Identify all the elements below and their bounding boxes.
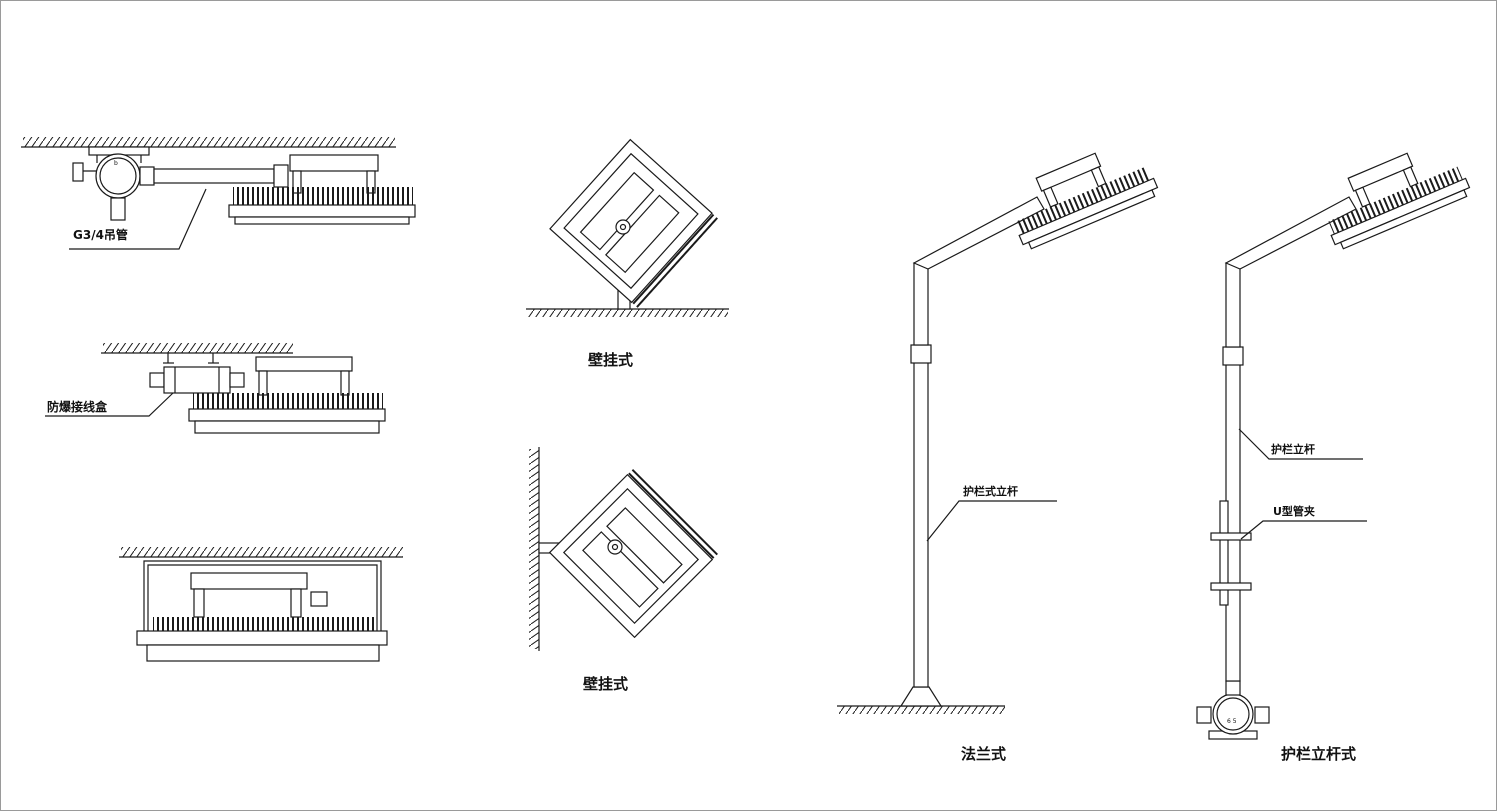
caption-wall-mount-bottom: 壁挂式 (583, 675, 628, 693)
label-u-clamp: U型管夹 (1273, 504, 1315, 518)
svg-text:b: b (114, 160, 118, 167)
caption-flange: 法兰式 (961, 745, 1006, 763)
label-rail-pole: 护栏立杆 (1271, 442, 1315, 456)
flange-pole-drawing (837, 152, 1159, 714)
wall-mount-bottom-drawing (529, 447, 720, 651)
caption-wall-mount-top: 壁挂式 (588, 351, 633, 369)
junction-box-mount-drawing (45, 343, 386, 434)
ceiling-surface-mount-drawing (119, 547, 403, 662)
svg-text:6 5: 6 5 (1227, 718, 1237, 725)
wall-mount-top-drawing (526, 138, 729, 317)
caption-rail-pole: 护栏立杆式 (1281, 745, 1356, 763)
label-pendant-pipe: G3/4吊管 (73, 227, 128, 242)
rail-pole-drawing: 6 5 (1196, 152, 1471, 740)
label-junction-box: 防爆接线盒 (47, 399, 108, 414)
pendant-mount-drawing: b (21, 137, 416, 250)
label-pole-rail-type: 护栏式立杆 (963, 484, 1018, 498)
